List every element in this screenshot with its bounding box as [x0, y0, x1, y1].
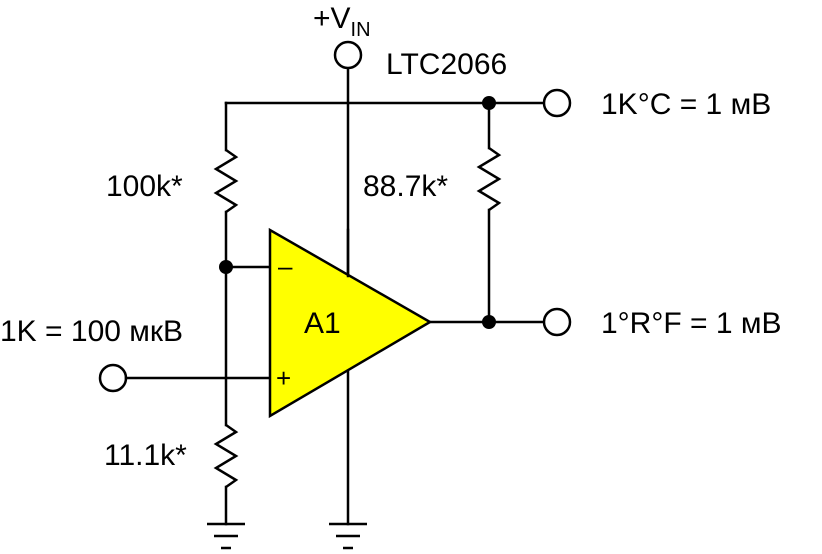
- supply-terminal[interactable]: [333, 40, 363, 70]
- noninverting-sign: +: [276, 363, 291, 393]
- input-label: 1K = 100 мкВ: [0, 315, 183, 348]
- opamp-label: A1: [304, 307, 341, 340]
- inverting-sign: –: [278, 251, 293, 281]
- resistor-11-1k: [213, 423, 239, 489]
- supply-label: +VIN: [313, 2, 371, 41]
- output-celsius-label: 1K°C = 1 мВ: [601, 88, 771, 121]
- ground-left-icon: [207, 522, 245, 550]
- input-terminal[interactable]: [98, 363, 128, 393]
- resistor-88-7k: [476, 146, 502, 212]
- ground-center-icon: [329, 522, 367, 550]
- junction-output: [482, 315, 496, 329]
- resistor-88-7k-label: 88.7k*: [363, 170, 448, 203]
- resistor-11-1k-label: 11.1k*: [104, 439, 187, 472]
- output-rankine-label: 1°R°F = 1 мВ: [601, 307, 782, 340]
- resistor-100k: [213, 148, 239, 214]
- output-rankine-terminal[interactable]: [542, 307, 572, 337]
- resistor-100k-label: 100k*: [106, 170, 183, 203]
- opamp-part-label: LTC2066: [386, 48, 507, 81]
- opamp-triangle: [268, 227, 433, 419]
- output-celsius-terminal[interactable]: [542, 88, 572, 118]
